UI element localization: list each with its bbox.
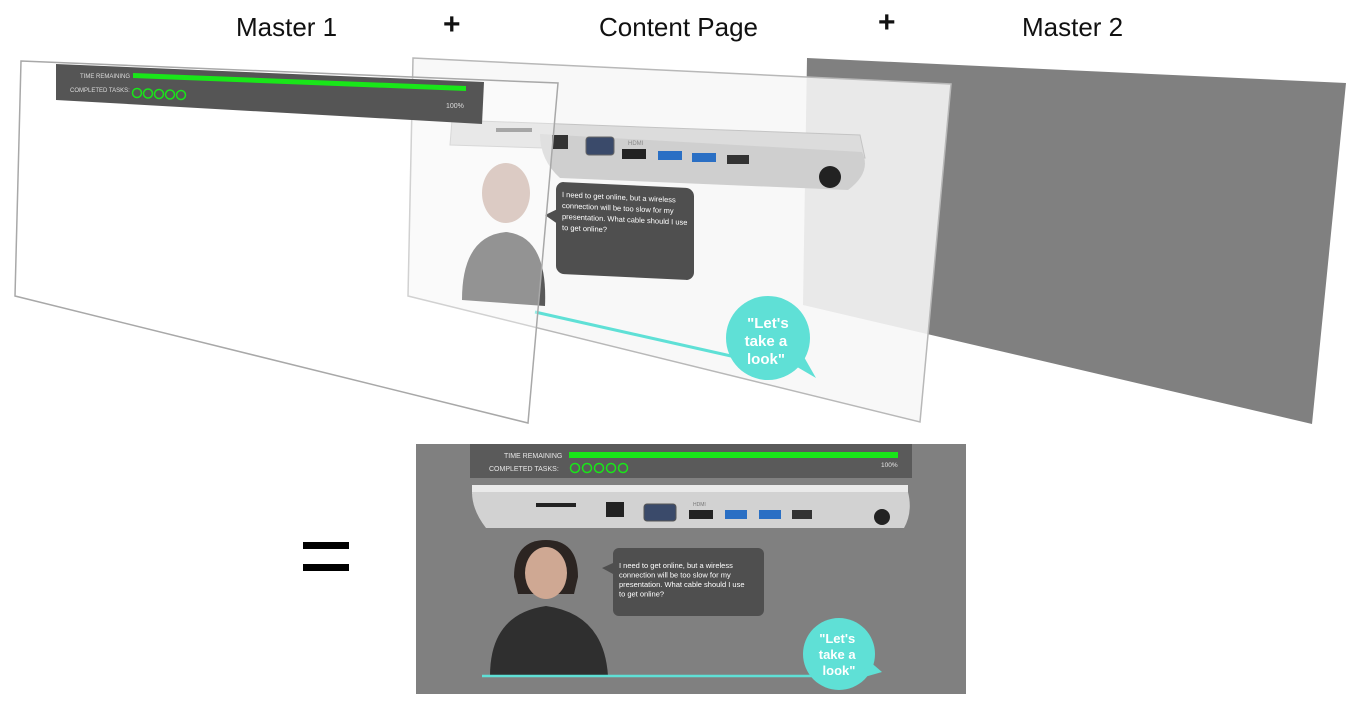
heading-master-2: Master 2 (1022, 12, 1124, 42)
content-baseline-faded (534, 310, 741, 360)
master-1-task-circle (153, 88, 165, 100)
equals-sign-top (303, 542, 349, 549)
vga-port-icon (585, 136, 615, 156)
sd-slot-icon (496, 128, 532, 132)
master-1-tasks-label: COMPLETED TASKS: (70, 88, 130, 94)
time-remaining-label: TIME REMAINING (504, 453, 562, 460)
plus-sign-2: + (878, 6, 896, 39)
hdmi-port-icon (622, 149, 646, 159)
master-1-task-circle (142, 88, 154, 99)
master-1-task-circle (175, 89, 187, 101)
heading-master-1: Master 1 (236, 12, 338, 42)
cta-bubble: "Let's take a look" (803, 618, 882, 690)
usb-port-2-icon (759, 510, 781, 519)
progress-percent-label: 100% (881, 462, 898, 469)
master-1-panel: TIME REMAINING COMPLETED TASKS: 100% (14, 60, 559, 424)
hdmi-port-label: HDMI (693, 502, 706, 508)
task-circle (569, 462, 581, 474)
sd-slot-icon (536, 503, 576, 507)
task-circles (569, 462, 629, 474)
svg-text:I need to get online, but a wi: I need to get online, but a wireless con… (619, 561, 747, 599)
usb-port-1-icon (658, 151, 682, 160)
presenter-head-faded (482, 163, 530, 223)
task-circle (605, 462, 617, 474)
vga-port-icon (643, 503, 677, 522)
svg-text:"Let's take a: "Let's take a look" (745, 315, 793, 368)
power-port-icon (819, 166, 841, 188)
svg-text:"Let's take a look: "Let's take a look" (819, 631, 860, 678)
usb-port-3-icon (792, 510, 812, 519)
ethernet-port-icon (606, 502, 624, 517)
equals-sign-bottom (303, 564, 349, 571)
speech-bubble: I need to get online, but a wireless con… (602, 548, 764, 616)
result-slide: TIME REMAINING COMPLETED TASKS: 100% HDM… (416, 444, 966, 694)
master-1-task-circle (131, 87, 143, 99)
result-header: TIME REMAINING COMPLETED TASKS: 100% (470, 444, 912, 478)
plus-sign-1: + (443, 8, 461, 41)
power-port-icon (874, 509, 890, 525)
master-1-time-label: TIME REMAINING (80, 74, 130, 80)
heading-content-page: Content Page (599, 12, 759, 42)
master-1-progress-bar (133, 73, 466, 91)
task-circle (617, 462, 629, 474)
task-circle (593, 462, 605, 474)
usb-port-2-icon (692, 153, 716, 162)
speech-bubble-faded: I need to get online, but a wireless con… (545, 182, 694, 280)
usb-port-1-icon (725, 510, 747, 519)
content-page-panel: HDMI I need to get online, but a wireles… (407, 57, 952, 423)
hdmi-port-label: HDMI (628, 141, 644, 147)
completed-tasks-label: COMPLETED TASKS: (489, 466, 559, 473)
task-circle (581, 462, 593, 474)
layer-panels: HDMI I need to get online, but a wireles… (14, 57, 1346, 424)
laptop-illustration: HDMI (472, 485, 910, 528)
presenter-body-faded (462, 232, 546, 306)
master-1-percent-label: 100% (446, 103, 464, 110)
usb-port-3-icon (727, 155, 749, 164)
ethernet-port-icon (552, 135, 568, 149)
cta-bubble-faded: "Let's take a look" (726, 296, 816, 380)
presenter-photo (490, 540, 608, 676)
master-1-task-circle (164, 89, 176, 100)
progress-fill (569, 452, 898, 458)
hdmi-port-icon (689, 510, 713, 519)
